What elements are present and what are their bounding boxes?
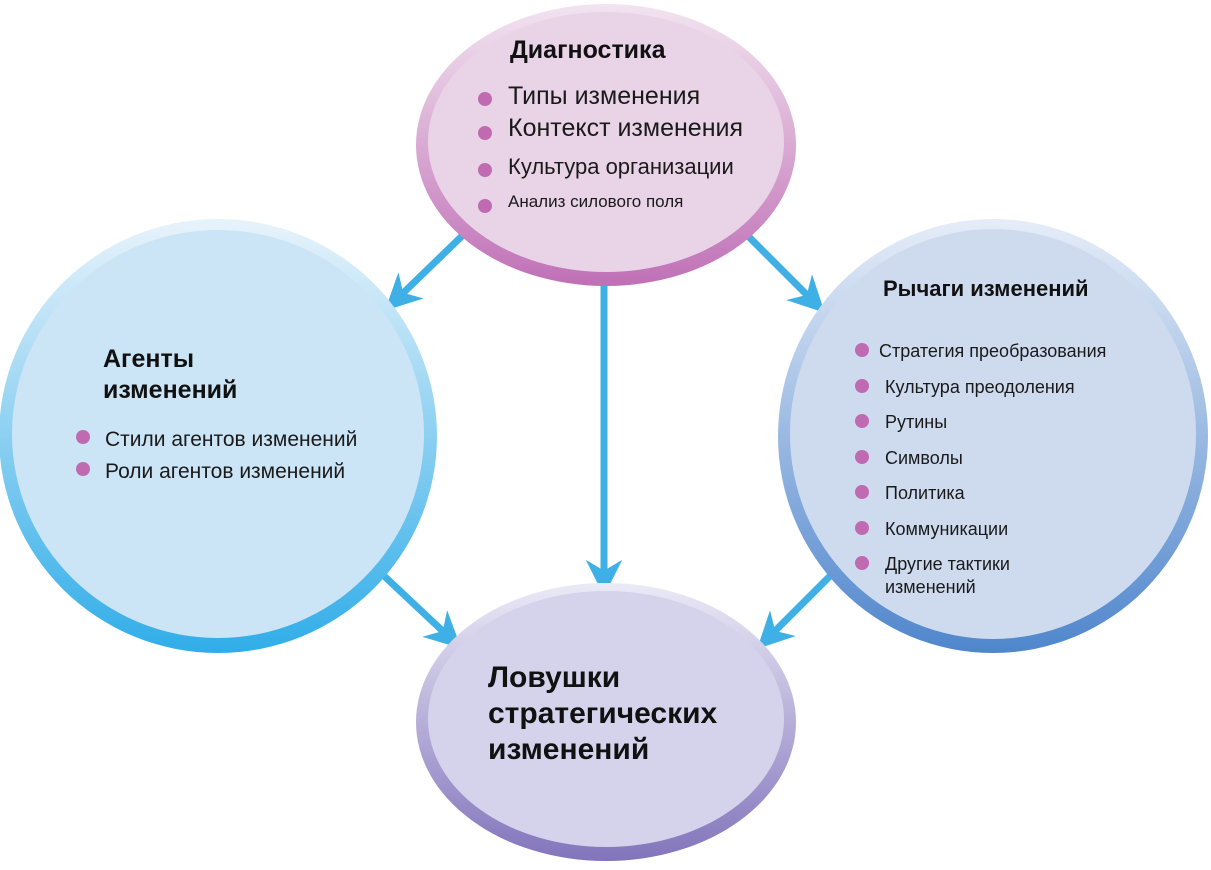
diagnostics-item: Типы изменения	[508, 82, 701, 110]
traps-node: Ловушки стратегических изменений	[488, 660, 768, 768]
bullet-icon	[478, 92, 492, 106]
diagnostics-title: Диагностика	[510, 36, 666, 64]
arrow-diagnostics-to-levers	[745, 233, 825, 313]
levers-item: Символы	[885, 447, 963, 468]
agents-item: Роли агентов изменений	[105, 460, 346, 483]
levers-item: Стратегия преобразования	[879, 341, 1107, 361]
bullet-icon	[76, 430, 90, 444]
bullet-icon	[855, 414, 869, 428]
levers-item: Политика	[885, 483, 965, 503]
levers-item: Рутины	[885, 412, 948, 432]
circle-levers	[778, 219, 1208, 653]
diagnostics-item: Анализ силового поля	[508, 192, 684, 211]
circle-agents	[0, 219, 437, 653]
arrow-agents-to-traps	[379, 571, 462, 649]
bullet-icon	[855, 520, 869, 535]
levers-item: Культура преодоления	[885, 376, 1075, 397]
arrow-diagnostics-to-agents	[384, 233, 465, 311]
circle-traps	[416, 583, 796, 861]
agents-title: Агенты изменений	[103, 345, 238, 404]
list-item: Стили агентов изменений	[76, 426, 416, 458]
traps-title: Ловушки стратегических изменений	[488, 661, 718, 766]
list-item: Рутины	[855, 411, 1155, 447]
bullet-icon	[855, 485, 869, 499]
list-item: Символы	[855, 447, 1155, 483]
list-item: Коммуникации	[855, 518, 1155, 554]
agents-item: Стили агентов изменений	[105, 428, 358, 451]
list-item: Культура преодоления	[855, 376, 1155, 412]
bullet-icon	[855, 378, 869, 393]
levers-title: Рычаги изменений	[883, 276, 1089, 301]
bullet-icon	[76, 462, 90, 476]
bullet-icon	[855, 343, 869, 357]
list-item: Политика	[855, 482, 1155, 518]
arrow-levers-to-traps	[757, 571, 835, 649]
arrows	[379, 233, 835, 649]
list-item: Роли агентов изменений	[76, 458, 416, 490]
levers-item: Другие тактики изменений	[885, 554, 1010, 597]
bullet-icon	[478, 199, 492, 213]
bullet-icon	[855, 449, 869, 464]
diagnostics-item: Контекст изменения	[508, 114, 743, 142]
levers-list: Стратегия преобразования Культура преодо…	[855, 340, 1155, 597]
list-item: Другие тактики изменений	[855, 553, 1155, 597]
agents-list: Стили агентов изменений Роли агентов изм…	[76, 426, 416, 490]
circle-diagnostics	[416, 4, 796, 286]
bullet-icon	[855, 556, 869, 570]
levers-item: Коммуникации	[885, 518, 1009, 539]
bullet-icon	[478, 163, 492, 177]
bullet-icon	[478, 126, 492, 140]
diagnostics-item: Культура организации	[508, 154, 734, 179]
list-item: Стратегия преобразования	[855, 340, 1155, 376]
